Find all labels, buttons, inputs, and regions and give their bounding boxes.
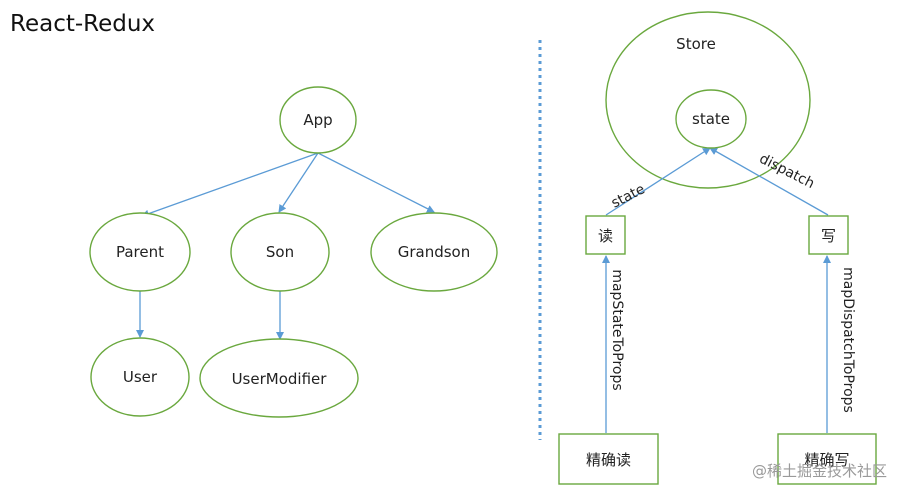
node-user: User [90,337,190,417]
node-write-label: 写 [821,227,836,245]
node-son-label: Son [266,243,294,261]
node-precise-write-label: 精确写 [804,451,849,469]
node-precise-read: 精确读 [558,433,659,485]
node-parent: Parent [89,212,191,292]
edge-write-state [709,147,829,216]
watermark: @稀土掘金技术社区 [752,462,887,480]
edge-label-state: state [609,181,648,211]
edge-read-state [605,147,711,216]
node-user-label: User [123,368,158,386]
node-parent-label: Parent [116,243,164,261]
edge-app-grandson [317,152,435,213]
page-title: React-Redux [10,11,155,37]
node-grandson: Grandson [370,212,498,292]
node-read-label: 读 [598,227,613,245]
node-user-modifier-label: UserModifier [232,370,328,388]
edge-app-parent [141,152,319,218]
node-precise-write: 精确写 [777,433,877,485]
node-app: App [279,86,357,154]
edge-label-map-state: mapStateToProps [609,269,625,390]
node-user-modifier: UserModifier [199,338,359,418]
edge-label-map-dispatch: mapDispatchToProps [840,267,856,413]
node-store-label: Store [676,35,716,53]
node-grandson-label: Grandson [398,243,471,261]
node-state: state [675,89,747,149]
node-app-label: App [303,111,332,129]
edge-app-son [278,152,319,213]
node-son: Son [230,212,330,292]
node-precise-read-label: 精确读 [586,451,631,469]
node-state-label: state [692,110,730,128]
node-read: 读 [585,215,626,255]
node-write: 写 [808,215,849,255]
